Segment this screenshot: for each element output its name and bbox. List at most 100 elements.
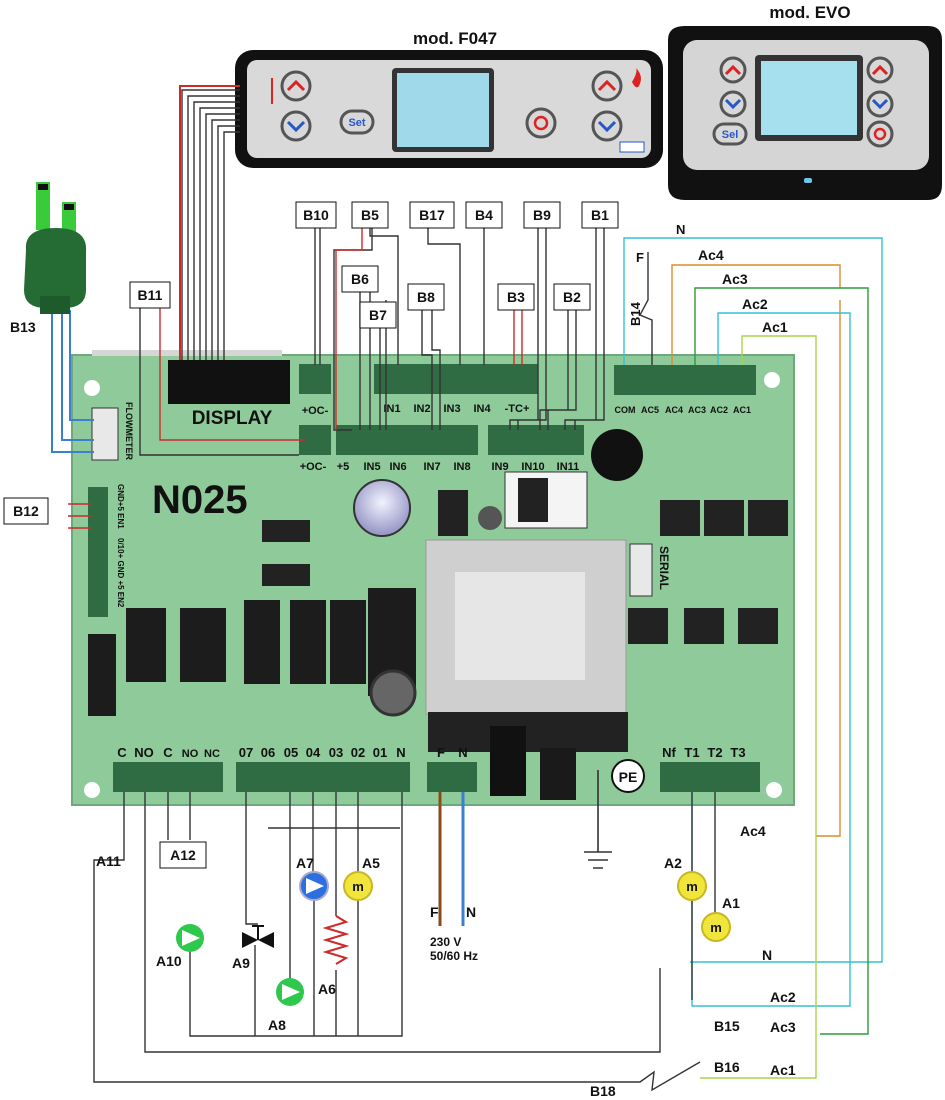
label-b15: B15 [714,1018,740,1034]
label-a1: A1 [722,895,740,911]
box-b4: B4 [475,207,493,223]
f047-power-button[interactable] [525,107,557,139]
f047-up-left-button[interactable] [280,70,312,102]
pin-ac3: AC3 [688,405,706,415]
pin-tc: -TC+ [505,403,530,415]
label-b18: B18 [590,1083,616,1099]
pin-t3: T3 [730,745,745,760]
wires [51,85,883,1092]
label-ac1-top: Ac1 [762,319,788,335]
pe-terminal [611,759,645,793]
pin-03: 03 [329,745,343,760]
box-b11: B11 [138,287,163,303]
a1-motor-icon [701,912,731,942]
label-b16: B16 [714,1059,740,1075]
pin-t2: T2 [707,745,722,760]
evo-sel-label: Sel [722,129,739,141]
label-ac4-top: Ac4 [698,247,724,263]
box-b10: B10 [303,207,329,223]
f047-display-unit: mod. F047 Set [235,29,663,168]
evo-power-button[interactable] [866,120,894,148]
display-connector[interactable] [168,360,290,404]
output-connector[interactable] [236,762,410,792]
box-b5: B5 [361,207,379,223]
pin-c1: C [117,745,127,760]
label-n-top: N [676,222,685,237]
f047-down-left-button[interactable] [280,110,312,142]
f047-set-label: Set [348,117,365,129]
pin-ac2: AC2 [710,405,728,415]
oc-connector-top[interactable] [299,364,331,394]
evo-down-right-button[interactable] [866,90,894,118]
pin-oc2: +OC- [300,461,327,473]
board-name: N025 [152,478,248,522]
pin-in5: IN5 [363,461,380,473]
label-a2: A2 [664,855,682,871]
f047-down-right-button[interactable] [591,110,623,142]
label-n-low: N [466,904,476,920]
f047-set-button[interactable] [339,109,375,135]
display-port-label: DISPLAY [192,408,273,429]
evo-up-right-button[interactable] [866,56,894,84]
pin-no1: NO [134,745,154,760]
flame-icon [632,68,641,88]
label-b13: B13 [10,319,36,335]
pin-c2: C [163,745,173,760]
left-terminal-strip[interactable] [88,487,108,617]
ac-relay-connector[interactable] [614,365,756,395]
in1-tc-connector[interactable] [374,364,538,394]
label-ac2-low: Ac2 [770,989,796,1005]
pin-t1: T1 [684,745,699,760]
flowmeter-sensor [24,182,87,314]
pin-n2: N [458,745,467,760]
evo-model-label: mod. EVO [769,3,850,22]
pin-ac1: AC1 [733,405,751,415]
pin-in9: IN9 [491,461,508,473]
pin-05: 05 [284,745,298,760]
evo-up-left-button[interactable] [719,56,747,84]
label-f-low: F [430,904,439,920]
f047-up-right-button[interactable] [591,70,623,102]
label-a11: A11 [96,853,121,869]
pin-in6: IN6 [389,461,406,473]
pin-in2: IN2 [413,403,430,415]
evo-sel-button[interactable] [712,122,748,146]
power-connector[interactable] [427,762,477,792]
label-a8: A8 [268,1017,286,1033]
label-ac1-low: Ac1 [770,1062,796,1078]
pin-no2: NO [182,748,199,760]
p5-in8-connector[interactable] [336,425,478,455]
box-a12: A12 [170,847,196,863]
box-b17: B17 [419,207,445,223]
box-b7: B7 [369,307,387,323]
label-supply-frequency: 50/60 Hz [430,949,478,963]
n025-board: N025 DISPLAY FLOWMETER GND+5 EN1 0/10+ G… [71,350,795,806]
pin-in3: IN3 [443,403,460,415]
pin-com: COM [615,405,636,415]
pe-label: PE [619,769,638,785]
pin-nc: NC [204,748,220,760]
buzzer [591,429,643,481]
box-b12: B12 [13,503,39,519]
serial-label: SERIAL [657,546,671,590]
pin-f: F [437,745,445,760]
flowmeter-label: FLOWMETER [124,402,134,460]
en1-label: GND+5 EN1 [116,484,125,529]
a2-motor-icon [677,871,707,901]
box-b2: B2 [563,289,581,305]
pin-ac5: AC5 [641,405,659,415]
en2-label: 0/10+ GND +5 EN2 [116,538,125,608]
pin-ac4: AC4 [665,405,683,415]
label-ac3-top: Ac3 [722,271,748,287]
pin-04: 04 [306,745,321,760]
nf-t-connector[interactable] [660,762,760,792]
box-b3: B3 [507,289,525,305]
relay-output-connector[interactable] [113,762,223,792]
evo-down-left-button[interactable] [719,90,747,118]
serial-connector[interactable] [629,543,653,597]
in9-in11-connector[interactable] [488,425,584,455]
a6-heater-icon [322,915,350,965]
loads: m m m [176,871,731,1006]
a2-motor-symbol: m [686,879,698,894]
